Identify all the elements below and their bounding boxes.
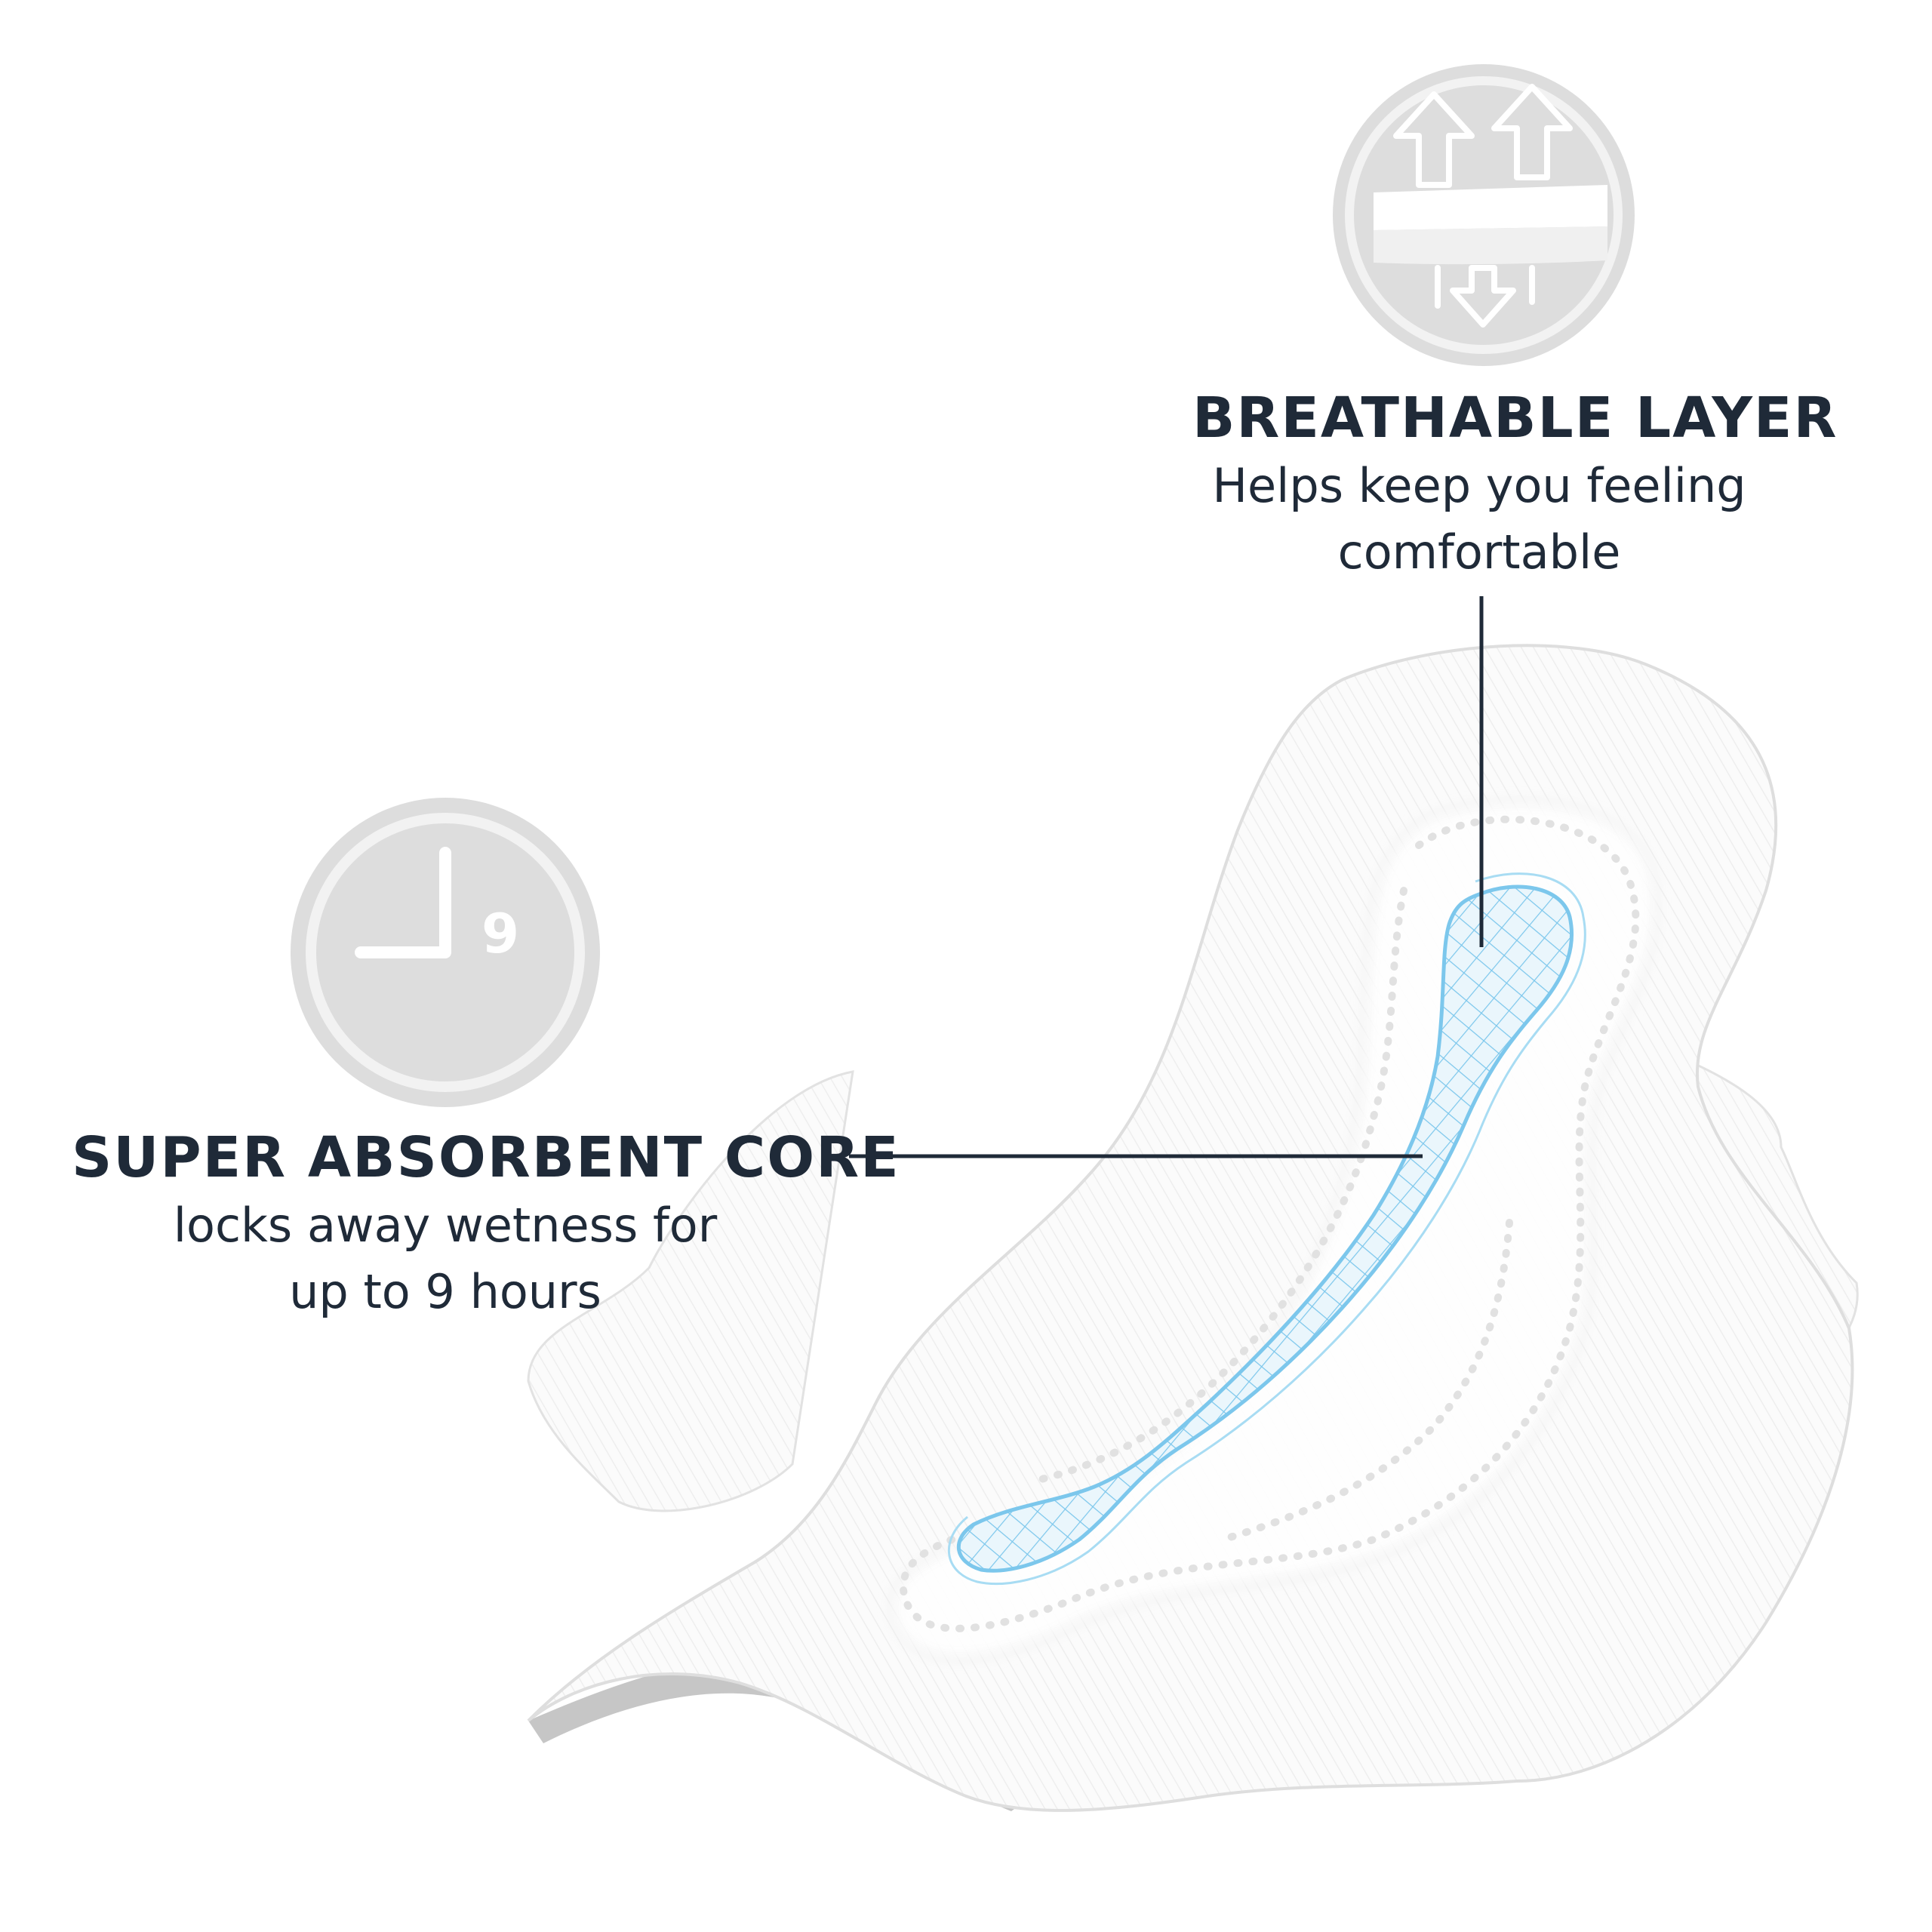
breathable-layer-description-line: comfortable (1337, 525, 1621, 580)
pad-underside (528, 1655, 1041, 1811)
pad-dotted-channel (900, 815, 1640, 1632)
absorbent-core-description: locks away wetness for up to 9 hours (121, 1192, 770, 1325)
absorbent-core-description-line: up to 9 hours (289, 1264, 601, 1319)
breathable-layer-description-line: Helps keep you feeling (1212, 458, 1746, 513)
breathable-layer-heading: BREATHABLE LAYER (1192, 386, 1838, 451)
pad-dotted-channel-right (1219, 1219, 1513, 1543)
pad-wing-left (527, 1070, 854, 1512)
absorbent-core (956, 884, 1574, 1573)
clock-icon-label: 9 (481, 902, 519, 965)
absorbent-core-outline (947, 872, 1586, 1586)
absorbent-core-heading: SUPER ABSORBENT CORE (72, 1125, 900, 1190)
breathable-layer-description: Helps keep you feeling comfortable (1177, 453, 1781, 586)
absorbent-core-description-line: locks away wetness for (173, 1198, 718, 1253)
pad-dotted-channel-left (1038, 887, 1407, 1483)
